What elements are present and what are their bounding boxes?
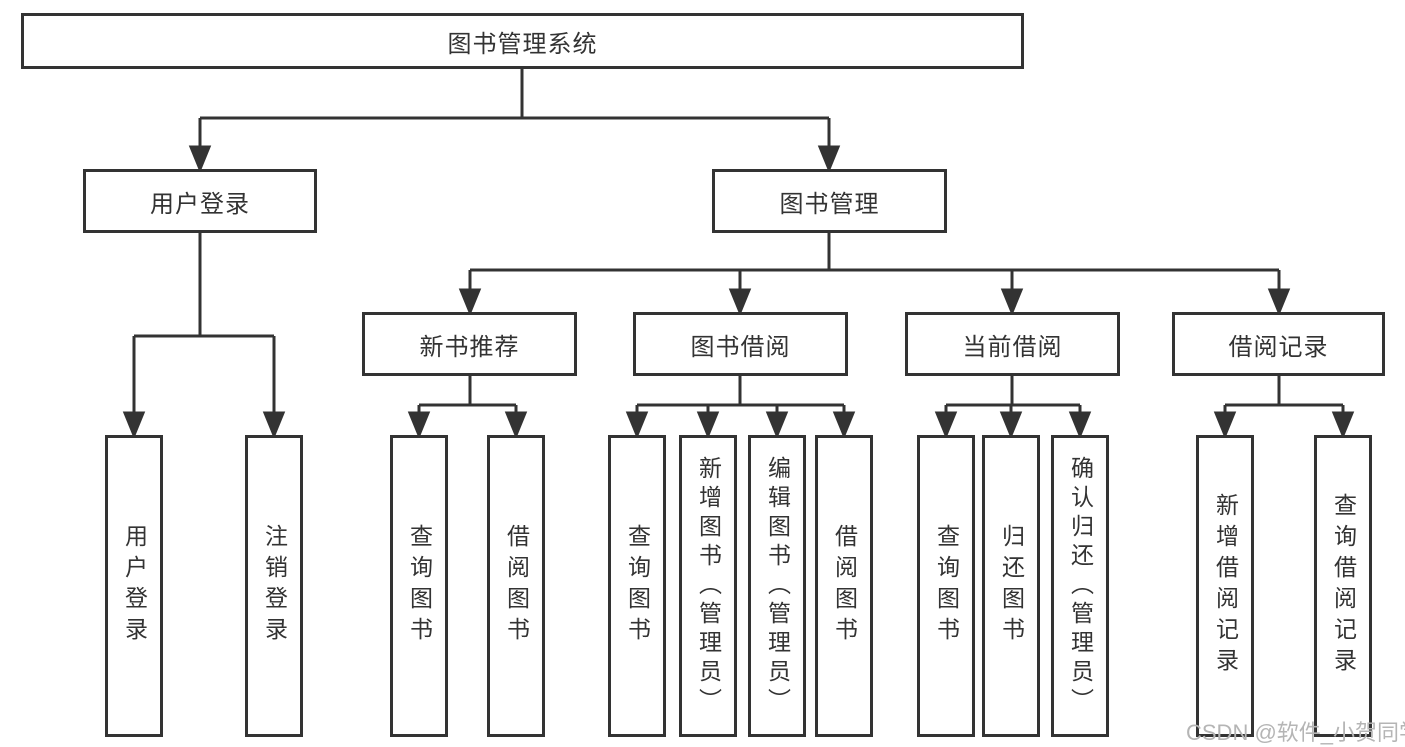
leaf-logout: 注销登录 — [245, 435, 303, 737]
connector-book-management-to-level3 — [458, 233, 1291, 316]
leaf-logout-label: 注销登录 — [261, 524, 288, 648]
leaf-edit-book-admin-label: 编辑图书（管理员） — [764, 455, 791, 717]
connector-new-book-recommend-to-leaves — [407, 376, 528, 439]
leaf-query-books-recommend-label: 查询图书 — [406, 524, 433, 648]
node-current-borrow: 当前借阅 — [905, 312, 1120, 376]
csdn-watermark: CSDN @软件_小贺同学 — [1186, 720, 1405, 745]
leaf-user-login: 用户登录 — [105, 435, 163, 737]
node-user-login-label: 用户登录 — [150, 190, 250, 218]
node-new-book-recommend-label: 新书推荐 — [419, 333, 520, 361]
node-new-book-recommend: 新书推荐 — [362, 312, 577, 376]
connector-root-to-level2 — [188, 69, 841, 173]
node-borrow-records-label: 借阅记录 — [1228, 333, 1329, 361]
leaf-user-login-label: 用户登录 — [121, 524, 148, 648]
leaf-confirm-return-admin: 确认归还（管理员） — [1051, 435, 1109, 737]
leaf-query-borrow-record: 查询借阅记录 — [1314, 435, 1372, 737]
leaf-add-book-admin: 新增图书（管理员） — [679, 435, 737, 737]
node-library-management-system-label: 图书管理系统 — [447, 30, 598, 58]
leaf-add-borrow-record-label: 新增借阅记录 — [1212, 493, 1239, 679]
leaf-query-books-current: 查询图书 — [917, 435, 975, 737]
node-book-management-label: 图书管理 — [779, 190, 880, 218]
leaf-query-books-recommend: 查询图书 — [390, 435, 448, 737]
node-borrow-records: 借阅记录 — [1172, 312, 1385, 376]
leaf-confirm-return-admin-label: 确认归还（管理员） — [1067, 455, 1094, 717]
leaf-add-borrow-record: 新增借阅记录 — [1196, 435, 1254, 737]
leaf-borrow-books-recommend: 借阅图书 — [487, 435, 545, 737]
node-book-borrow-label: 图书借阅 — [690, 333, 791, 361]
leaf-edit-book-admin: 编辑图书（管理员） — [748, 435, 806, 737]
connector-user-login-to-leaves — [122, 233, 286, 439]
leaf-query-books-current-label: 查询图书 — [933, 524, 960, 648]
leaf-borrow-books-label: 借阅图书 — [831, 524, 858, 648]
leaf-return-books: 归还图书 — [982, 435, 1040, 737]
node-user-login: 用户登录 — [83, 169, 317, 233]
leaf-add-book-admin-label: 新增图书（管理员） — [695, 455, 722, 717]
connector-borrow-records-to-leaves — [1213, 376, 1355, 439]
node-library-management-system: 图书管理系统 — [21, 13, 1024, 69]
leaf-borrow-books: 借阅图书 — [815, 435, 873, 737]
connector-current-borrow-to-leaves — [934, 376, 1092, 439]
leaf-query-books-borrow-label: 查询图书 — [624, 524, 651, 648]
node-book-management: 图书管理 — [712, 169, 947, 233]
leaf-query-books-borrow: 查询图书 — [608, 435, 666, 737]
leaf-borrow-books-recommend-label: 借阅图书 — [503, 524, 530, 648]
connector-book-borrow-to-leaves — [625, 376, 856, 439]
node-current-borrow-label: 当前借阅 — [962, 333, 1063, 361]
leaf-query-borrow-record-label: 查询借阅记录 — [1330, 493, 1357, 679]
leaf-return-books-label: 归还图书 — [998, 524, 1025, 648]
node-book-borrow: 图书借阅 — [633, 312, 848, 376]
